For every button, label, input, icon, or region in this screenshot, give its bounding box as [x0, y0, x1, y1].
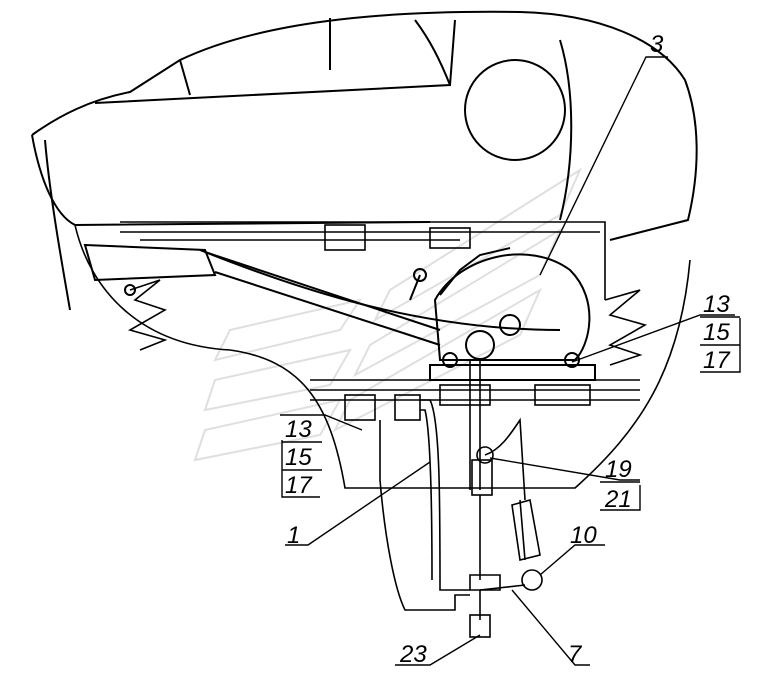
- callout-13-left: 13: [285, 416, 312, 443]
- seat-base: [74, 221, 691, 489]
- callout-15-right: 15: [703, 319, 730, 346]
- cable-rod-assembly: [469, 360, 543, 638]
- callout-15-left: 15: [285, 444, 312, 471]
- callout-17-right: 17: [703, 347, 731, 374]
- watermark-logo: [193, 167, 583, 462]
- callout-17-left: 17: [285, 472, 313, 499]
- callout-19: 19: [605, 456, 632, 483]
- bent-tube: [379, 399, 470, 611]
- callout-13-right: 13: [703, 291, 730, 318]
- callout-10: 10: [570, 522, 597, 549]
- label-underlines: [282, 316, 740, 483]
- callout-labels: 3 13 15 17 13 15 17 19 21 1 10 7 23: [285, 31, 731, 668]
- bellows-right: [604, 289, 648, 366]
- adjust-handle: [83, 243, 441, 346]
- seat-cushion: [31, 10, 698, 331]
- sector-mechanism: [409, 247, 596, 381]
- callout-3: 3: [650, 31, 664, 58]
- callout-21: 21: [604, 486, 632, 513]
- leader-lines: [280, 56, 741, 666]
- bellows-left: [127, 279, 168, 351]
- callout-7: 7: [568, 641, 583, 668]
- callout-23: 23: [399, 641, 427, 668]
- callout-1: 1: [287, 522, 300, 549]
